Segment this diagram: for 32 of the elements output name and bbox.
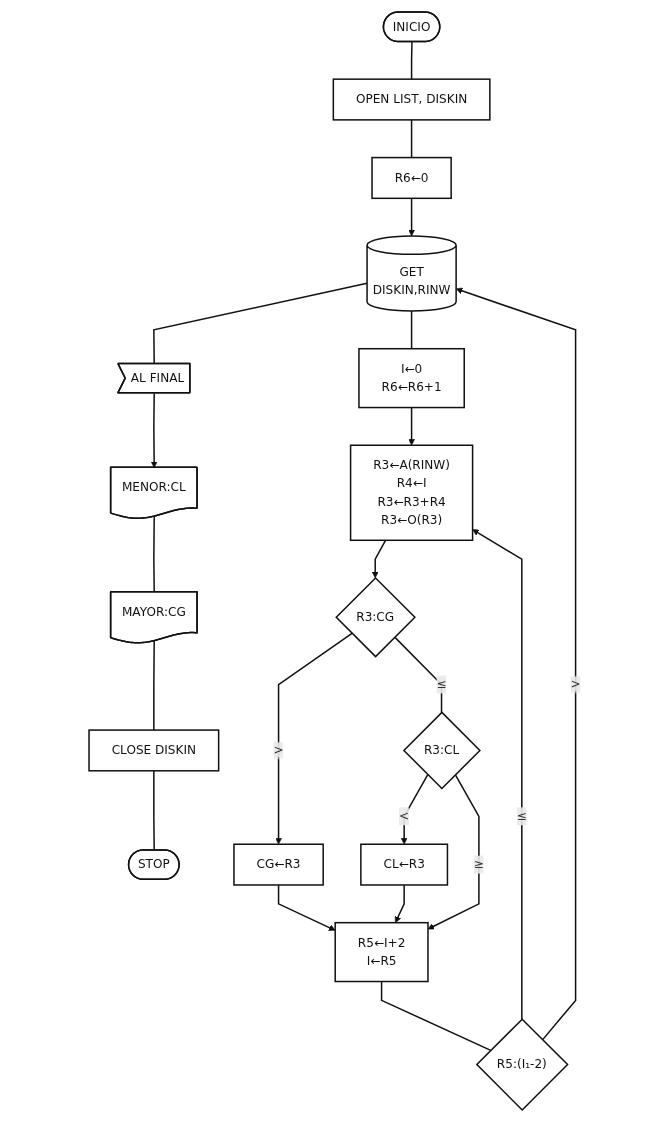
connector xyxy=(411,41,413,80)
connector xyxy=(153,640,156,731)
arrow xyxy=(277,884,336,931)
node-diamond: R3:CL xyxy=(403,711,482,790)
edge-label: > xyxy=(273,742,284,758)
node-diamond: R5:(I₁-2) xyxy=(475,1018,569,1111)
arrow xyxy=(401,773,429,845)
connector xyxy=(411,119,413,159)
arrow xyxy=(472,529,523,1020)
node-box: OPEN LIST, DISKIN xyxy=(332,78,491,121)
node-box: CG←R3 xyxy=(233,843,325,886)
edge-label: ≥ xyxy=(474,857,485,872)
arrow xyxy=(408,406,416,446)
arrow xyxy=(151,392,158,468)
node-box: R6←0 xyxy=(371,156,453,200)
edge-label: < xyxy=(399,808,410,824)
connector xyxy=(394,636,443,714)
edge-label: ≤ xyxy=(436,677,447,692)
node-box: CLOSE DISKIN xyxy=(88,729,220,772)
node-diamond: R3:CG xyxy=(335,576,417,658)
connector xyxy=(411,310,413,350)
arrow xyxy=(395,884,406,923)
connector xyxy=(381,980,492,1052)
node-box: I←0 R6←R6+1 xyxy=(358,348,466,409)
arrow xyxy=(456,287,577,1041)
node-box: CL←R3 xyxy=(360,843,449,886)
node-box: R5←I+2 I←R5 xyxy=(334,921,429,983)
edge-label: ≤ xyxy=(516,808,528,824)
arrow xyxy=(408,197,416,237)
node-box: R3←A(RINW) R4←I R3←R3+R4 R3←O(R3) xyxy=(350,444,474,542)
edge-label: > xyxy=(570,677,581,692)
arrow xyxy=(372,539,387,579)
